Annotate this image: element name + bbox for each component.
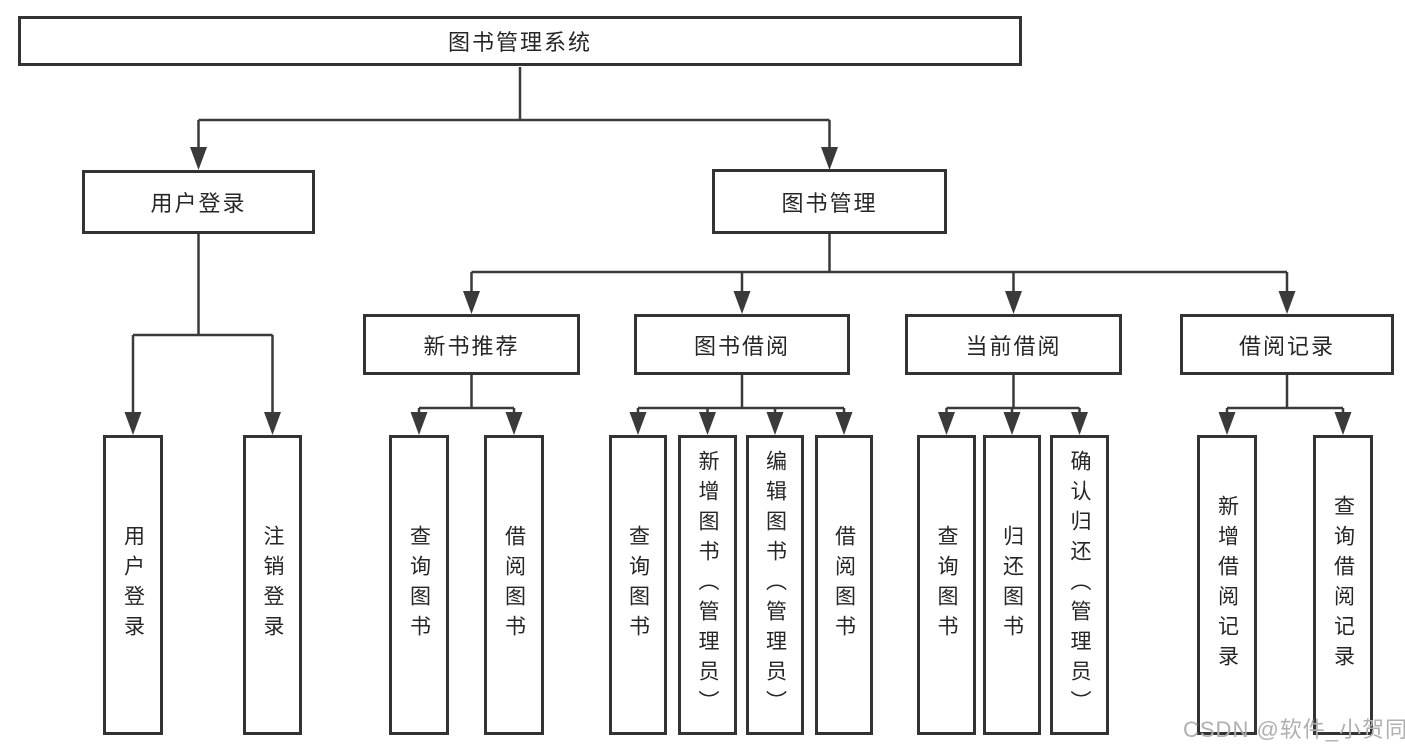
leaf-logout: 注销登录 [243, 435, 302, 735]
leaf-label: 新增借阅记录 [1215, 495, 1239, 675]
leaf-user-login: 用户登录 [103, 435, 163, 735]
leaf-current-return-books: 归还图书 [983, 435, 1041, 735]
leaf-records-query-record: 查询借阅记录 [1313, 435, 1373, 735]
leaf-label: 查询借阅记录 [1331, 495, 1355, 675]
leaf-records-add-record: 新增借阅记录 [1197, 435, 1257, 735]
leaf-label: 查询图书 [935, 525, 958, 645]
leaf-current-confirm-return-admin: 确认归还（管理员） [1050, 435, 1109, 735]
leaf-label: 用户登录 [121, 525, 145, 645]
leaf-current-query-books: 查询图书 [917, 435, 976, 735]
leaf-label: 查询图书 [407, 525, 431, 645]
leaf-newbook-borrow-books: 借阅图书 [484, 435, 544, 735]
node-new-book-recommend: 新书推荐 [363, 314, 580, 375]
node-library-management-system: 图书管理系统 [18, 16, 1022, 66]
leaf-borrow-add-books-admin: 新增图书（管理员） [678, 435, 737, 735]
node-book-management: 图书管理 [712, 169, 947, 234]
node-book-borrowing: 图书借阅 [634, 314, 850, 375]
node-borrowing-records: 借阅记录 [1180, 314, 1394, 375]
leaf-label: 归还图书 [1000, 525, 1024, 645]
leaf-label: 注销登录 [261, 525, 284, 645]
leaf-borrow-borrow-books: 借阅图书 [815, 435, 873, 735]
leaf-label: 借阅图书 [502, 525, 526, 645]
node-current-borrowing: 当前借阅 [905, 314, 1122, 375]
leaf-label: 编辑图书（管理员） [763, 450, 787, 720]
leaf-borrow-edit-books-admin: 编辑图书（管理员） [746, 435, 804, 735]
connector-stems [131, 67, 1345, 416]
leaf-label: 查询图书 [626, 525, 650, 645]
leaf-label: 新增图书（管理员） [696, 450, 719, 720]
leaf-label: 借阅图书 [832, 525, 856, 645]
leaf-borrow-query-books: 查询图书 [609, 435, 667, 735]
leaf-label: 确认归还（管理员） [1068, 450, 1091, 720]
leaf-newbook-query-books: 查询图书 [389, 435, 449, 735]
node-user-login: 用户登录 [82, 170, 315, 234]
arrowhead-icons [124, 147, 1352, 435]
csdn-watermark: CSDN @软件_小贺同学 [1183, 717, 1405, 742]
